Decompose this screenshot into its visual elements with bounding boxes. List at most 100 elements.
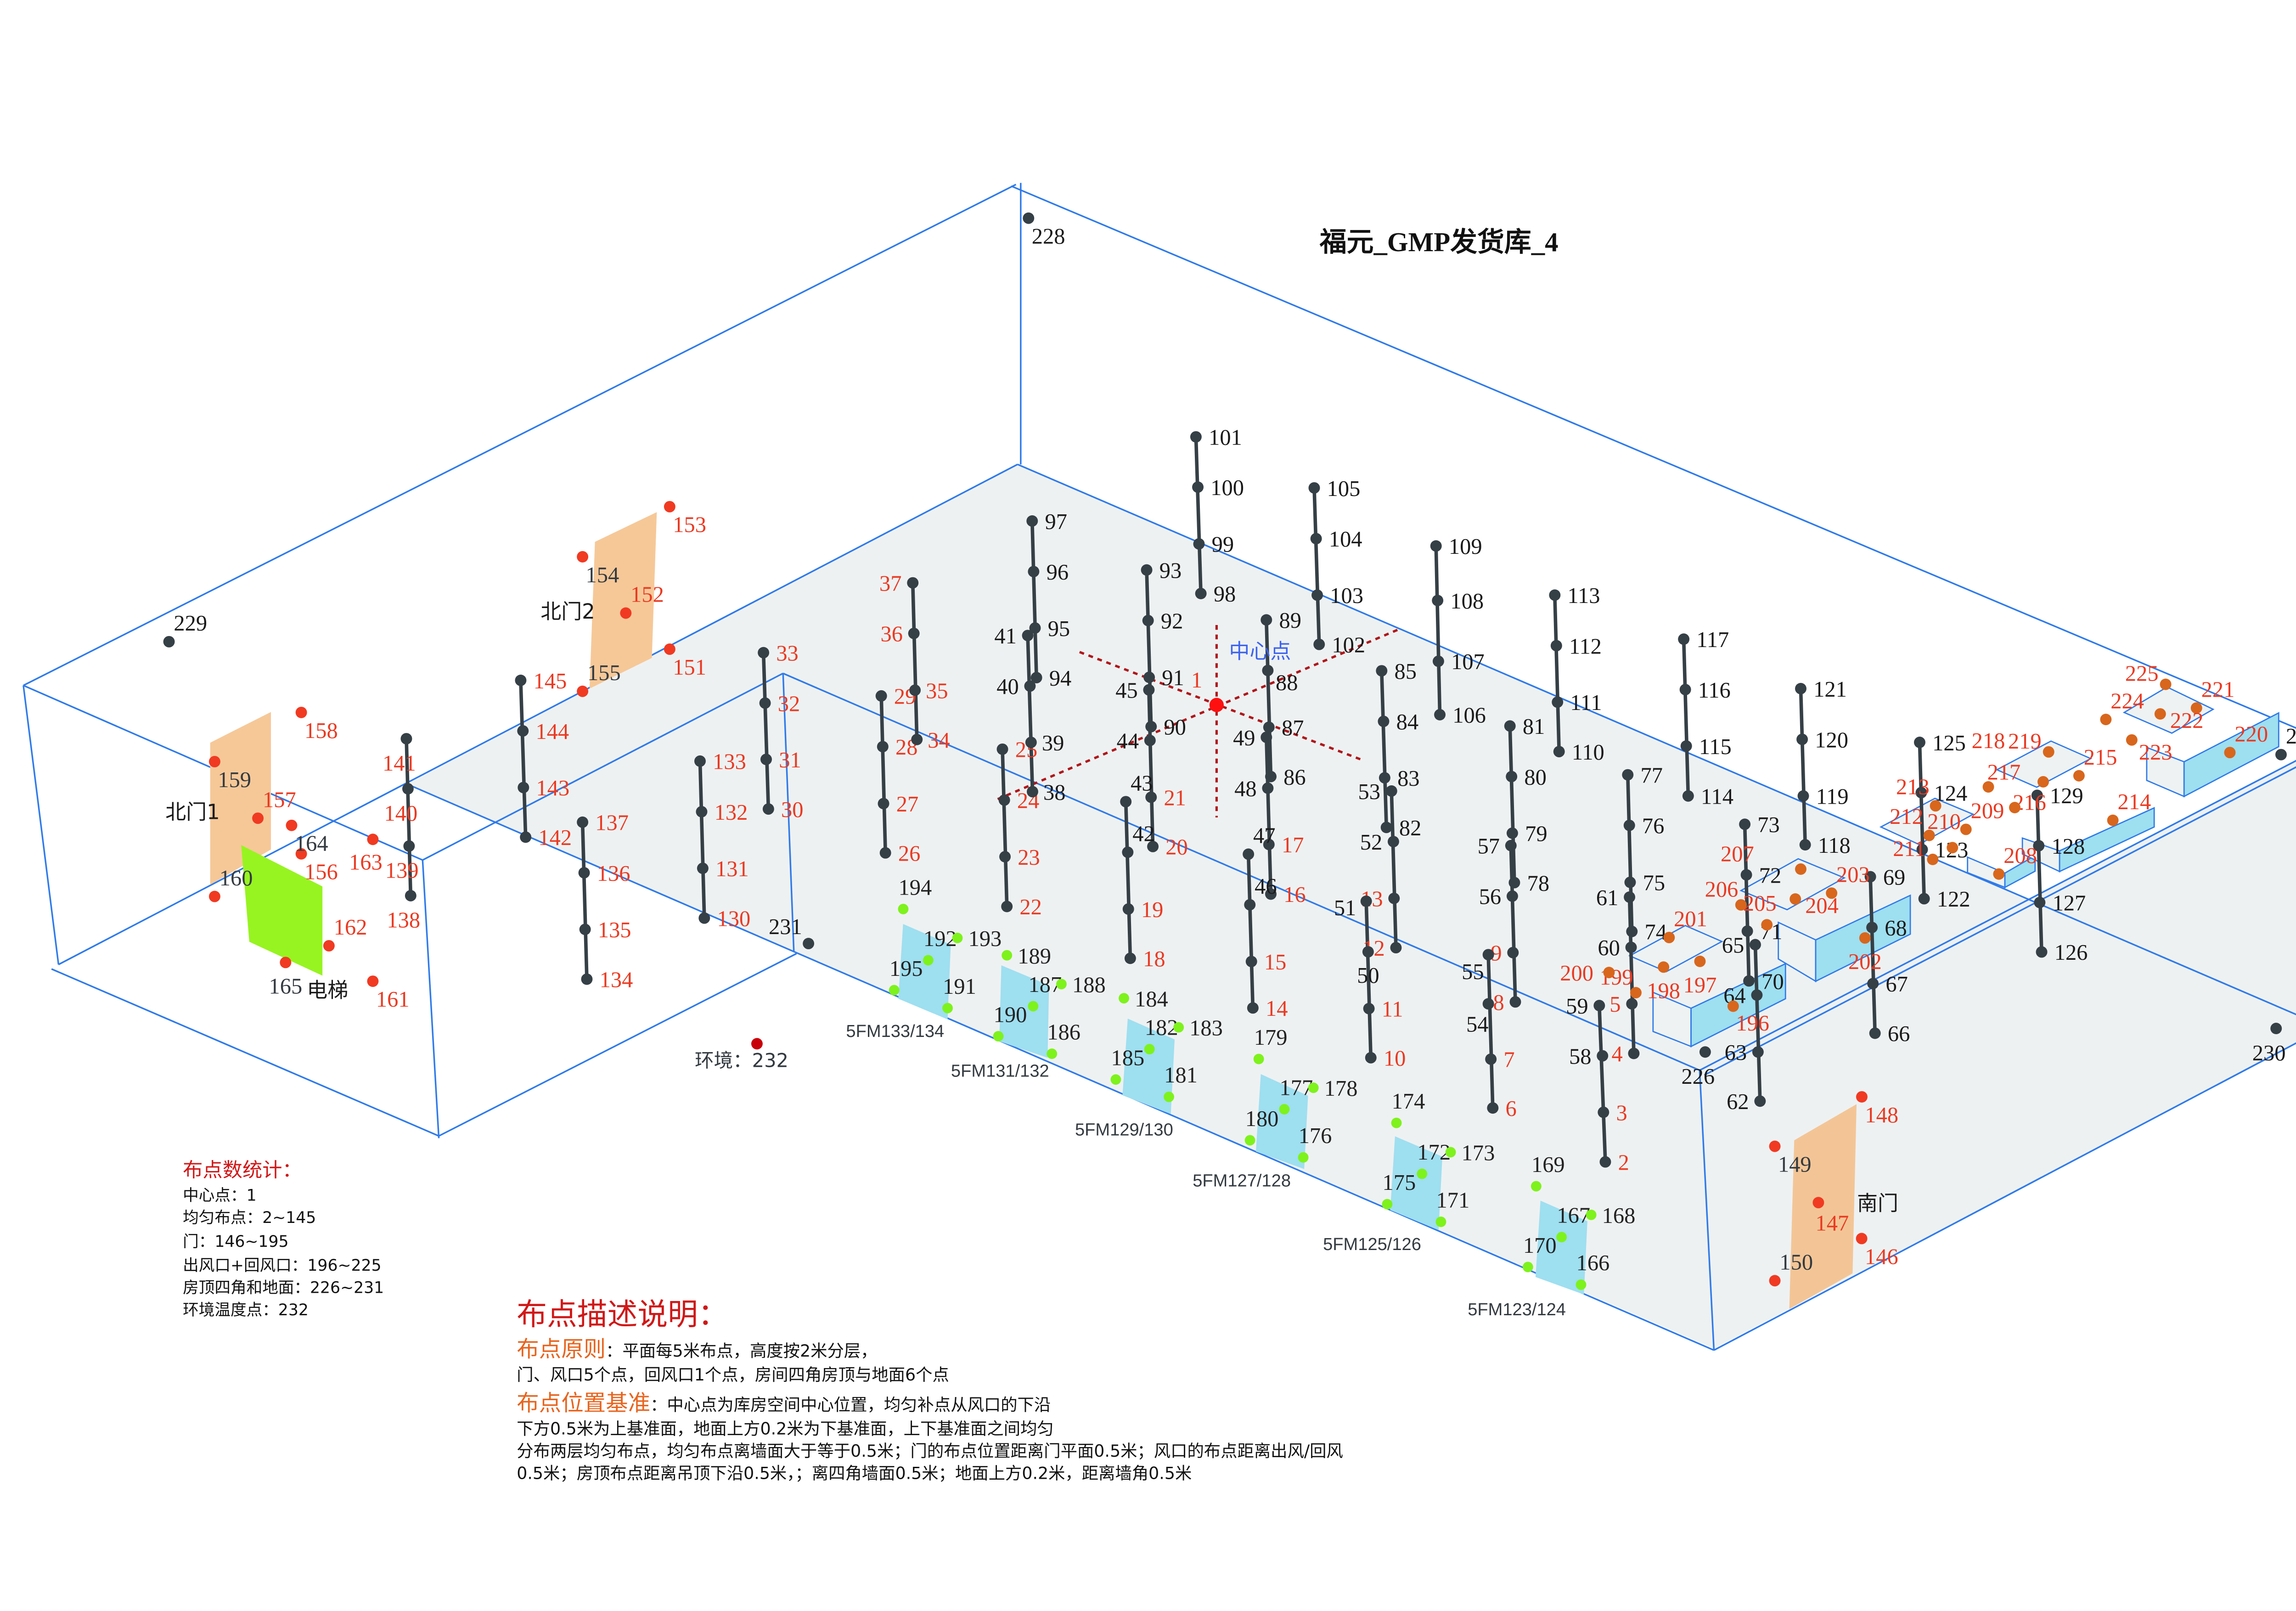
point-label: 193 xyxy=(968,927,1002,951)
point-marker xyxy=(1263,839,1275,851)
point-label: 179 xyxy=(1254,1025,1288,1050)
point-marker xyxy=(1859,932,1871,944)
point-marker xyxy=(1029,622,1041,634)
point-marker xyxy=(1001,901,1013,913)
point-label: 142 xyxy=(538,826,572,850)
elevator-panel xyxy=(241,845,323,976)
sampling-point-98: 98 xyxy=(1195,582,1236,607)
sampling-point-61: 61 xyxy=(1596,886,1636,910)
sampling-point-205: 205 xyxy=(1743,891,1777,931)
sampling-point-53: 53 xyxy=(1358,780,1397,804)
sampling-points: 1234567891011121314151617181920212223242… xyxy=(163,212,2296,1290)
sampling-point-192: 192 xyxy=(923,927,957,966)
point-marker xyxy=(1047,1048,1058,1059)
sampling-point-181: 181 xyxy=(1164,1063,1198,1102)
legend-item: 门：146~195 xyxy=(183,1233,288,1251)
measurement-column-pole xyxy=(1030,521,1038,678)
sampling-point-92: 92 xyxy=(1142,609,1183,634)
point-marker xyxy=(2043,746,2054,758)
sampling-point-144: 144 xyxy=(517,720,569,744)
point-marker xyxy=(208,755,220,767)
sampling-point-105: 105 xyxy=(1308,477,1360,501)
vent-label: 5FM127/128 xyxy=(1193,1171,1291,1190)
point-label: 191 xyxy=(943,974,976,999)
point-label: 210 xyxy=(1927,810,1961,834)
point-label: 95 xyxy=(1048,617,1070,641)
point-label: 20 xyxy=(1165,835,1187,860)
sampling-point-34: 34 xyxy=(911,728,950,753)
point-marker xyxy=(280,957,292,969)
point-label: 43 xyxy=(1131,771,1153,795)
point-label: 162 xyxy=(334,915,367,940)
layout-description: 布点描述说明： 布点原则：平面每5米布点，高度按2米分层， 门、风口5个点，回风… xyxy=(517,1297,1343,1483)
point-label: 182 xyxy=(1145,1015,1178,1040)
sampling-point-137: 137 xyxy=(577,811,629,835)
point-label: 211 xyxy=(1893,837,1925,861)
point-label: 198 xyxy=(1647,979,1680,1003)
point-marker xyxy=(1856,1091,1868,1103)
sampling-point-228: 228 xyxy=(1023,212,1065,249)
sampling-point-210: 210 xyxy=(1927,810,1961,854)
sampling-point-133: 133 xyxy=(694,750,746,774)
basis-line: 分布两层均匀布点，均匀布点离墙面大于等于0.5米；门的布点位置距离门平面0.5米… xyxy=(517,1441,1343,1461)
point-label: 31 xyxy=(779,748,801,772)
point-marker xyxy=(1244,899,1256,911)
sampling-point-151: 151 xyxy=(664,643,706,680)
sampling-point-3: 3 xyxy=(1598,1101,1627,1125)
point-label: 77 xyxy=(1640,763,1662,788)
point-label: 84 xyxy=(1396,710,1418,734)
point-label: 215 xyxy=(2084,745,2117,770)
point-marker xyxy=(1812,1197,1824,1209)
sampling-point-127: 127 xyxy=(2034,891,2086,916)
point-marker xyxy=(1253,1053,1264,1065)
sampling-point-178: 178 xyxy=(1308,1076,1358,1101)
point-label: 140 xyxy=(384,801,418,826)
sampling-point-134: 134 xyxy=(581,968,633,992)
measurement-column-pole xyxy=(519,680,528,838)
point-marker xyxy=(751,1038,763,1050)
sampling-point-106: 106 xyxy=(1434,704,1486,728)
sampling-point-115: 115 xyxy=(1680,735,1732,759)
point-marker xyxy=(1628,1048,1640,1059)
north-door-1-panel xyxy=(210,712,271,885)
point-label: 1 xyxy=(1191,668,1202,693)
point-label: 188 xyxy=(1072,973,1106,997)
measurement-column-pole xyxy=(1627,897,1636,1053)
point-label: 125 xyxy=(1932,731,1966,755)
vent-panel xyxy=(1535,1200,1587,1295)
sampling-point-212: 212 xyxy=(1890,805,1935,841)
point-marker xyxy=(1028,1001,1039,1012)
point-label: 17 xyxy=(1282,833,1304,857)
point-label: 149 xyxy=(1778,1153,1812,1177)
sampling-point-140: 140 xyxy=(384,783,418,826)
point-label: 231 xyxy=(769,915,802,939)
point-label: 89 xyxy=(1279,608,1301,633)
point-marker xyxy=(898,904,909,914)
point-label: 30 xyxy=(781,798,803,822)
point-marker xyxy=(908,627,920,639)
point-marker xyxy=(1622,769,1634,781)
point-marker xyxy=(1682,790,1694,802)
point-marker xyxy=(1597,1050,1609,1062)
point-marker xyxy=(1506,890,1518,902)
legend-item: 中心点：1 xyxy=(183,1187,256,1205)
sampling-point-185: 185 xyxy=(1110,1046,1144,1085)
sampling-point-226: 226 xyxy=(1681,1046,1715,1089)
point-marker xyxy=(1261,731,1272,743)
measurement-column-pole xyxy=(1246,854,1255,1008)
point-label: 79 xyxy=(1525,822,1547,846)
sampling-point-40: 40 xyxy=(996,675,1036,699)
point-marker xyxy=(1144,1044,1155,1054)
point-label: 87 xyxy=(1282,716,1304,740)
point-label: 8 xyxy=(1493,991,1504,1015)
point-label: 167 xyxy=(1557,1204,1590,1228)
sampling-point-119: 119 xyxy=(1797,785,1849,809)
point-marker xyxy=(1552,696,1564,708)
sampling-point-21: 21 xyxy=(1145,786,1186,810)
point-marker xyxy=(1298,1152,1309,1163)
south-door-label: 南门 xyxy=(1857,1191,1898,1215)
sampling-point-81: 81 xyxy=(1504,715,1545,739)
point-label: 4 xyxy=(1611,1042,1622,1066)
sampling-point-78: 78 xyxy=(1508,871,1549,896)
sampling-point-51: 51 xyxy=(1334,896,1372,920)
